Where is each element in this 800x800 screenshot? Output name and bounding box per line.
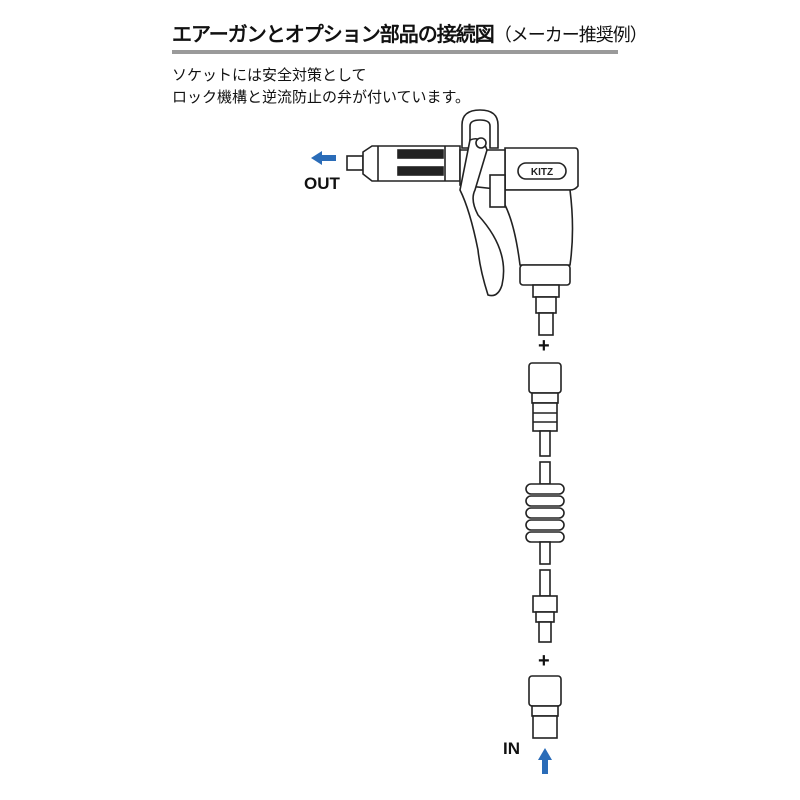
plus-sign-2: + (538, 650, 550, 672)
out-arrow-icon (311, 151, 336, 165)
socket-2 (528, 675, 562, 739)
socket-1 (528, 362, 562, 432)
in-label: IN (503, 739, 520, 758)
title-sub: （メーカー推奨例） (493, 25, 648, 46)
note-line-1: ソケットには安全対策として (172, 66, 367, 84)
in-arrow-icon (538, 748, 552, 774)
page-title: エアーガンとオプション部品の接続図（メーカー推奨例） (172, 18, 648, 47)
coil-hose (525, 430, 565, 597)
plus-sign-1: + (538, 335, 550, 357)
plug-2 (532, 595, 558, 643)
kitz-logo: KITZ (531, 167, 553, 178)
air-gun: KITZ (346, 109, 579, 336)
note-line-2: ロック機構と逆流防止の弁が付いています。 (172, 88, 471, 106)
title-main: エアーガンとオプション部品の接続図 (172, 22, 495, 46)
out-label: OUT (304, 174, 340, 193)
title-divider (172, 50, 618, 54)
